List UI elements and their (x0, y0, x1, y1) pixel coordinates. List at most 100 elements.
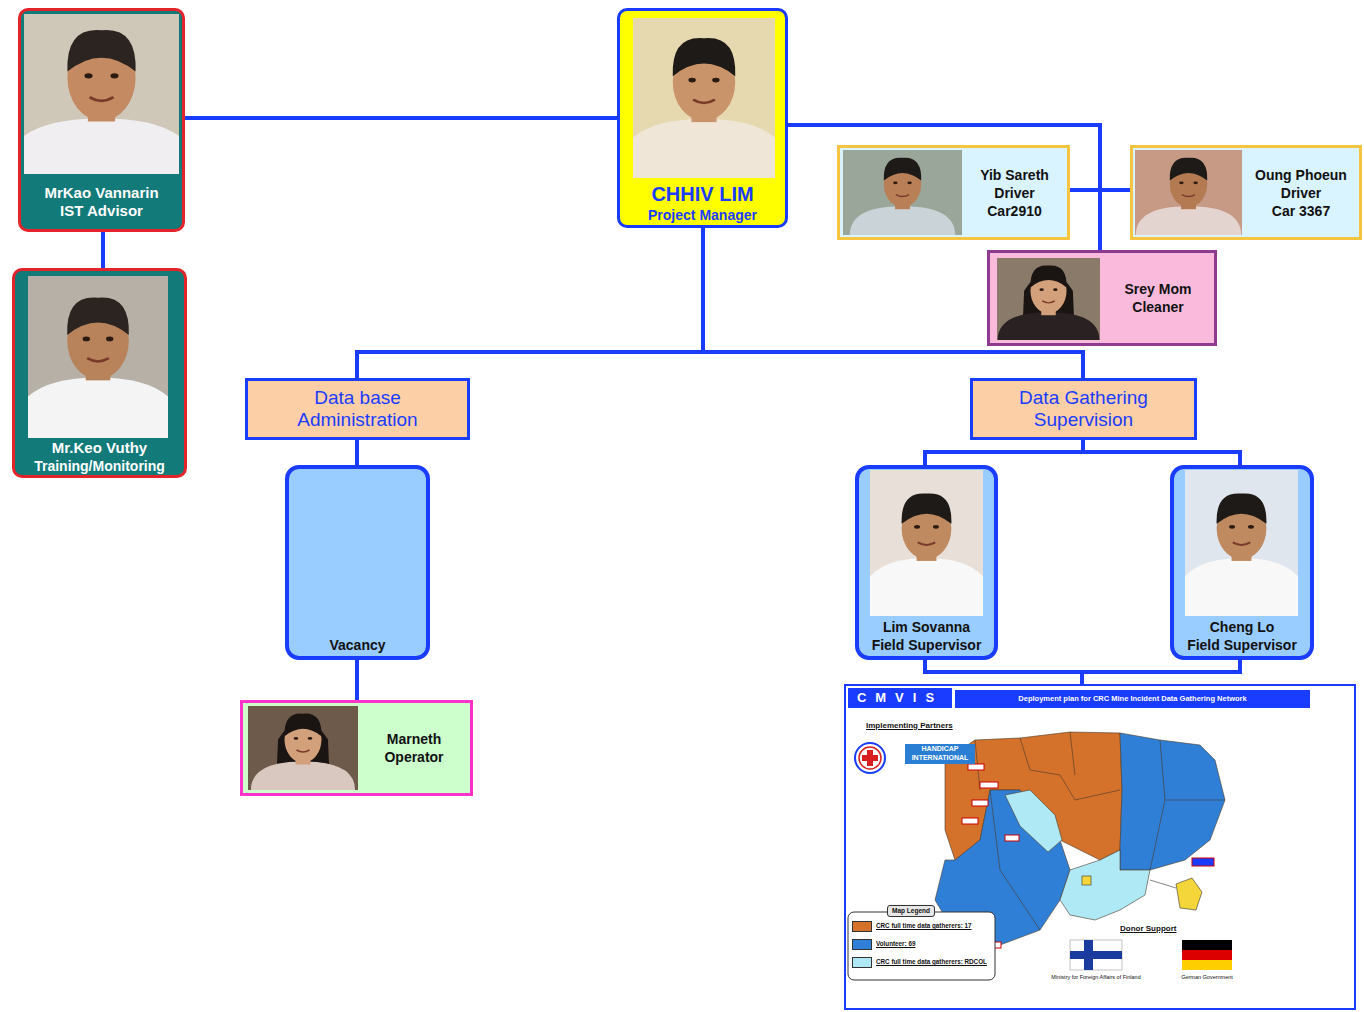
org-connector (925, 660, 1082, 684)
box-text: IST Advisor (21, 202, 182, 220)
box-heading: Lim Sovanna (859, 618, 994, 636)
portrait-photo (248, 706, 358, 790)
supervisor-card: Cheng LoField Supervisor (1170, 465, 1314, 660)
org-connector (357, 228, 703, 378)
portrait-photo (28, 276, 168, 438)
photo-mouth (90, 97, 114, 101)
photo-mouth (1233, 542, 1250, 545)
driver-card: Oung PhoeunDriverCar 3367 (1130, 145, 1362, 240)
org-connector (788, 125, 1100, 250)
inset-tag (1192, 858, 1214, 866)
photo-eye (1053, 288, 1057, 291)
portrait-photo (843, 150, 962, 235)
manager-card: CHHIV LIMProject Manager (617, 8, 788, 228)
photo-eye (84, 73, 92, 78)
vacancy-card: Vacancy (285, 465, 430, 660)
box-heading: Oung Phoeun (1243, 166, 1359, 184)
legend-text-holder: Volunteer: 69 (876, 940, 992, 948)
trainer-card: Mr.Keo VuthyTraining/Monitoring (12, 268, 187, 478)
province-line (1020, 738, 1120, 800)
box-heading: MrKao Vannarin (21, 184, 182, 202)
legend-text: CRC full time data gatherers: RDCOL (876, 958, 992, 966)
department-box: Data Gathering Supervision (970, 378, 1197, 440)
map-label: German Government (1170, 974, 1244, 981)
capital-marker (1082, 876, 1091, 885)
portrait-photo (24, 14, 179, 174)
box-text: Field Supervisor (1174, 636, 1310, 654)
box-heading: Mr.Keo Vuthy (15, 439, 184, 457)
text-holder: Deployment plan for CRC Mine Incident Da… (955, 690, 1310, 708)
photo-mouth (896, 195, 909, 197)
org-connector (101, 232, 105, 268)
photo-background (997, 258, 1100, 340)
legend-swatch (852, 921, 872, 932)
photo-eye (294, 737, 298, 740)
decoration-shape (1070, 951, 1122, 959)
text-holder: Yib SarethDriverCar2910 (962, 148, 1067, 237)
inset-region (1176, 878, 1202, 910)
province-line (990, 790, 1040, 930)
photo-hair (1170, 158, 1207, 181)
lake (1005, 790, 1062, 852)
photo-mouth (1042, 301, 1055, 303)
photo-eye (914, 525, 920, 529)
text-holder: MarnethOperator (358, 703, 470, 793)
photo-mouth (918, 542, 935, 545)
province-line (1070, 732, 1075, 775)
box-heading: CMVIS (848, 689, 952, 707)
leader-line (1150, 880, 1176, 888)
photo-hair (884, 158, 921, 181)
box-text: Cleaner (1102, 298, 1214, 316)
decoration-shape (855, 743, 885, 773)
driver-card: Yib SarethDriverCar2910 (837, 145, 1070, 240)
box-text: Training/Monitoring (15, 457, 184, 475)
portrait-photo (1135, 150, 1242, 235)
label-holder: German Government (1170, 974, 1244, 981)
org-connector (355, 440, 359, 465)
text-holder: Mr.Keo VuthyTraining/Monitoring (15, 439, 184, 475)
photo-mouth (693, 100, 715, 103)
box-text: Car2910 (962, 202, 1067, 220)
photo-hair (1030, 265, 1066, 287)
box-text: Deployment plan for CRC Mine Incident Da… (955, 694, 1310, 704)
photo-eye (712, 78, 719, 83)
finland-flag (1070, 940, 1122, 970)
decoration-shape (1182, 960, 1232, 970)
map-label: Implementing Partners (866, 721, 958, 731)
photo-shoulders (251, 762, 355, 790)
photo-hair (67, 30, 135, 72)
photo-background (843, 150, 962, 235)
box-heading: Data Gathering Supervision (996, 387, 1171, 431)
portrait-photo (633, 18, 775, 178)
portrait-photo (997, 258, 1100, 340)
legend-swatch (852, 957, 872, 968)
map-label: Map Legend (887, 905, 935, 917)
red-cross-logo (855, 743, 885, 773)
cyan-south-region (1060, 850, 1150, 920)
legend-frame (848, 912, 995, 980)
portrait-photo (1185, 470, 1298, 616)
photo-background (248, 706, 358, 790)
photo-eye (688, 78, 695, 83)
photo-hair (1217, 493, 1267, 523)
box-text: Operator (358, 748, 470, 766)
province-line (1150, 740, 1165, 870)
photo-eye (1193, 181, 1197, 184)
legend-text: CRC full time data gatherers: 17 (876, 922, 992, 930)
photo-shoulders (1185, 558, 1298, 616)
photo-shoulders (998, 312, 1100, 340)
photo-eye (110, 73, 118, 78)
legend-swatch (852, 939, 872, 950)
map-label: Ministry for Foreign Affairs of Finland (1050, 974, 1142, 981)
photo-hair (673, 38, 736, 76)
org-connector (1083, 440, 1240, 465)
text-holder: Data Gathering Supervision (973, 381, 1194, 437)
box-text: Car 3367 (1243, 202, 1359, 220)
cleaner-card: Srey MomCleaner (987, 250, 1217, 346)
label-holder: HANDICAP INTERNATIONAL (905, 744, 975, 764)
supervisor-card: Lim SovannaField Supervisor (855, 465, 998, 660)
photo-shoulders (28, 377, 168, 438)
decoration-shape (968, 764, 984, 770)
